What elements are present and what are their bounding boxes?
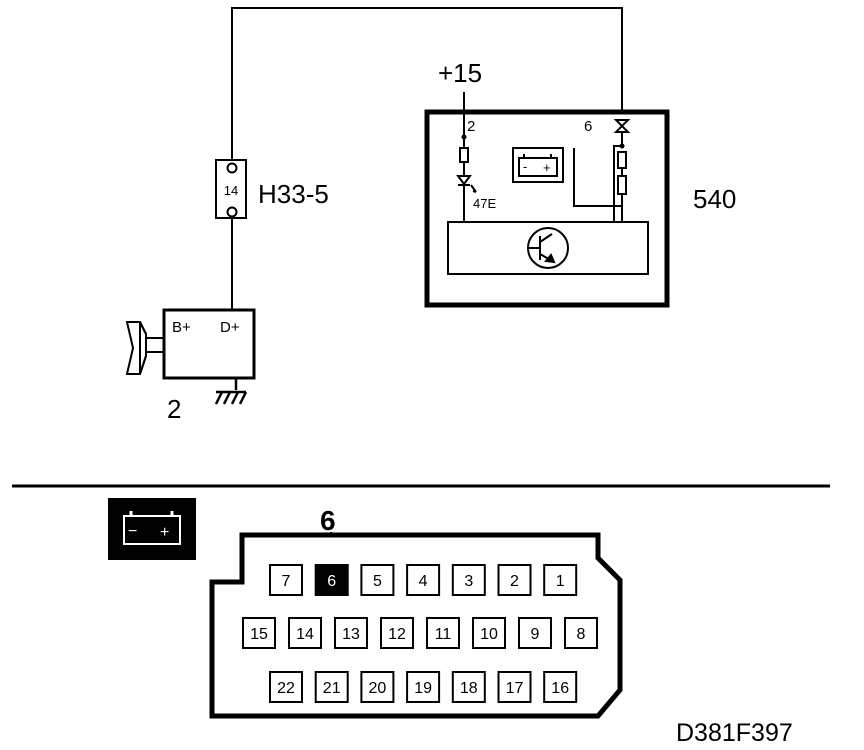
module-pin-2: 2 [467,118,475,135]
connector-pin-22 [269,671,303,703]
connector-pin-label: 4 [419,573,428,590]
connector-pin-4 [406,564,441,596]
battery-badge: − + [108,498,196,560]
supply-label: +15 [438,58,482,88]
connector-pin-19 [406,671,441,703]
alternator-id: 2 [167,394,181,424]
connector-h33-label: H33-5 [258,179,329,209]
connector-pin-3 [451,564,486,596]
battery-icon [512,147,564,183]
connector-pin-label: 15 [250,626,268,643]
connector-pin-label: 1 [556,573,565,590]
connector-pin-label: 7 [282,573,291,590]
connector-pin-21 [314,671,349,703]
battery-badge-plus: + [160,524,169,541]
connector-pin-label: 8 [577,626,586,643]
alternator-terminal-b: B+ [172,319,191,336]
connector-pin-2 [497,564,532,596]
resistor-label: 47E [473,196,496,211]
connector-pin-label: 14 [296,626,314,643]
connector-h33-pin: 14 [224,183,238,198]
connector-pin-1 [543,564,578,596]
connector-pin-label: 11 [435,626,452,643]
connector-pin-8 [564,617,598,649]
battery-badge-minus: − [128,523,137,540]
connector-pin-label: 13 [342,626,360,643]
connector-h33: 14 [215,159,247,219]
connector-pin-16 [543,671,578,703]
connector-pin-15 [242,617,276,649]
transistor-icon [527,227,569,269]
highlight-pin-label: 6 [320,505,336,536]
module-540: +15 2 47E - + 6 [424,58,670,308]
battery-minus: - [523,159,527,174]
connector-pin-12 [380,617,414,649]
connector-pin-label: 12 [388,626,406,643]
connector-pin-14 [288,617,322,649]
connector-pin-label: 21 [323,680,341,697]
connector-pin-6 [314,564,349,596]
connector-pin-11 [426,617,460,649]
figure-code: D381F397 [676,719,793,747]
connector-pin-10 [472,617,506,649]
connector-pin-7 [269,564,303,596]
connector-pin-label: 19 [414,680,432,697]
alternator: B+ D+ [125,308,256,405]
connector-pin-label: 18 [460,680,478,697]
connector-pin-label: 16 [551,680,569,697]
connector-pin-label: 3 [464,573,473,590]
connector-pin-5 [360,564,395,596]
connector-pin-label: 22 [277,680,295,697]
connector-pin-label: 5 [373,573,382,590]
connector-pin-label: 17 [506,680,524,697]
connector-pin-20 [360,671,395,703]
connector-pin-label: 6 [327,573,336,590]
pulley-icon [125,321,164,375]
module-pin-6: 6 [584,118,592,135]
wire-top [231,7,623,312]
connector-pin-17 [497,671,532,703]
connector-pin-label: 20 [369,680,387,697]
connector-pin-18 [451,671,486,703]
connector-pin-13 [334,617,368,649]
connector-pin-label: 2 [510,573,519,590]
connector-pin-9 [518,617,552,649]
battery-plus: + [543,160,551,175]
ground-icon [214,378,248,405]
connector-pin-label: 10 [480,626,498,643]
alternator-terminal-d: D+ [220,319,240,336]
module-id: 540 [693,184,736,214]
connector-pin-label: 9 [531,626,540,643]
